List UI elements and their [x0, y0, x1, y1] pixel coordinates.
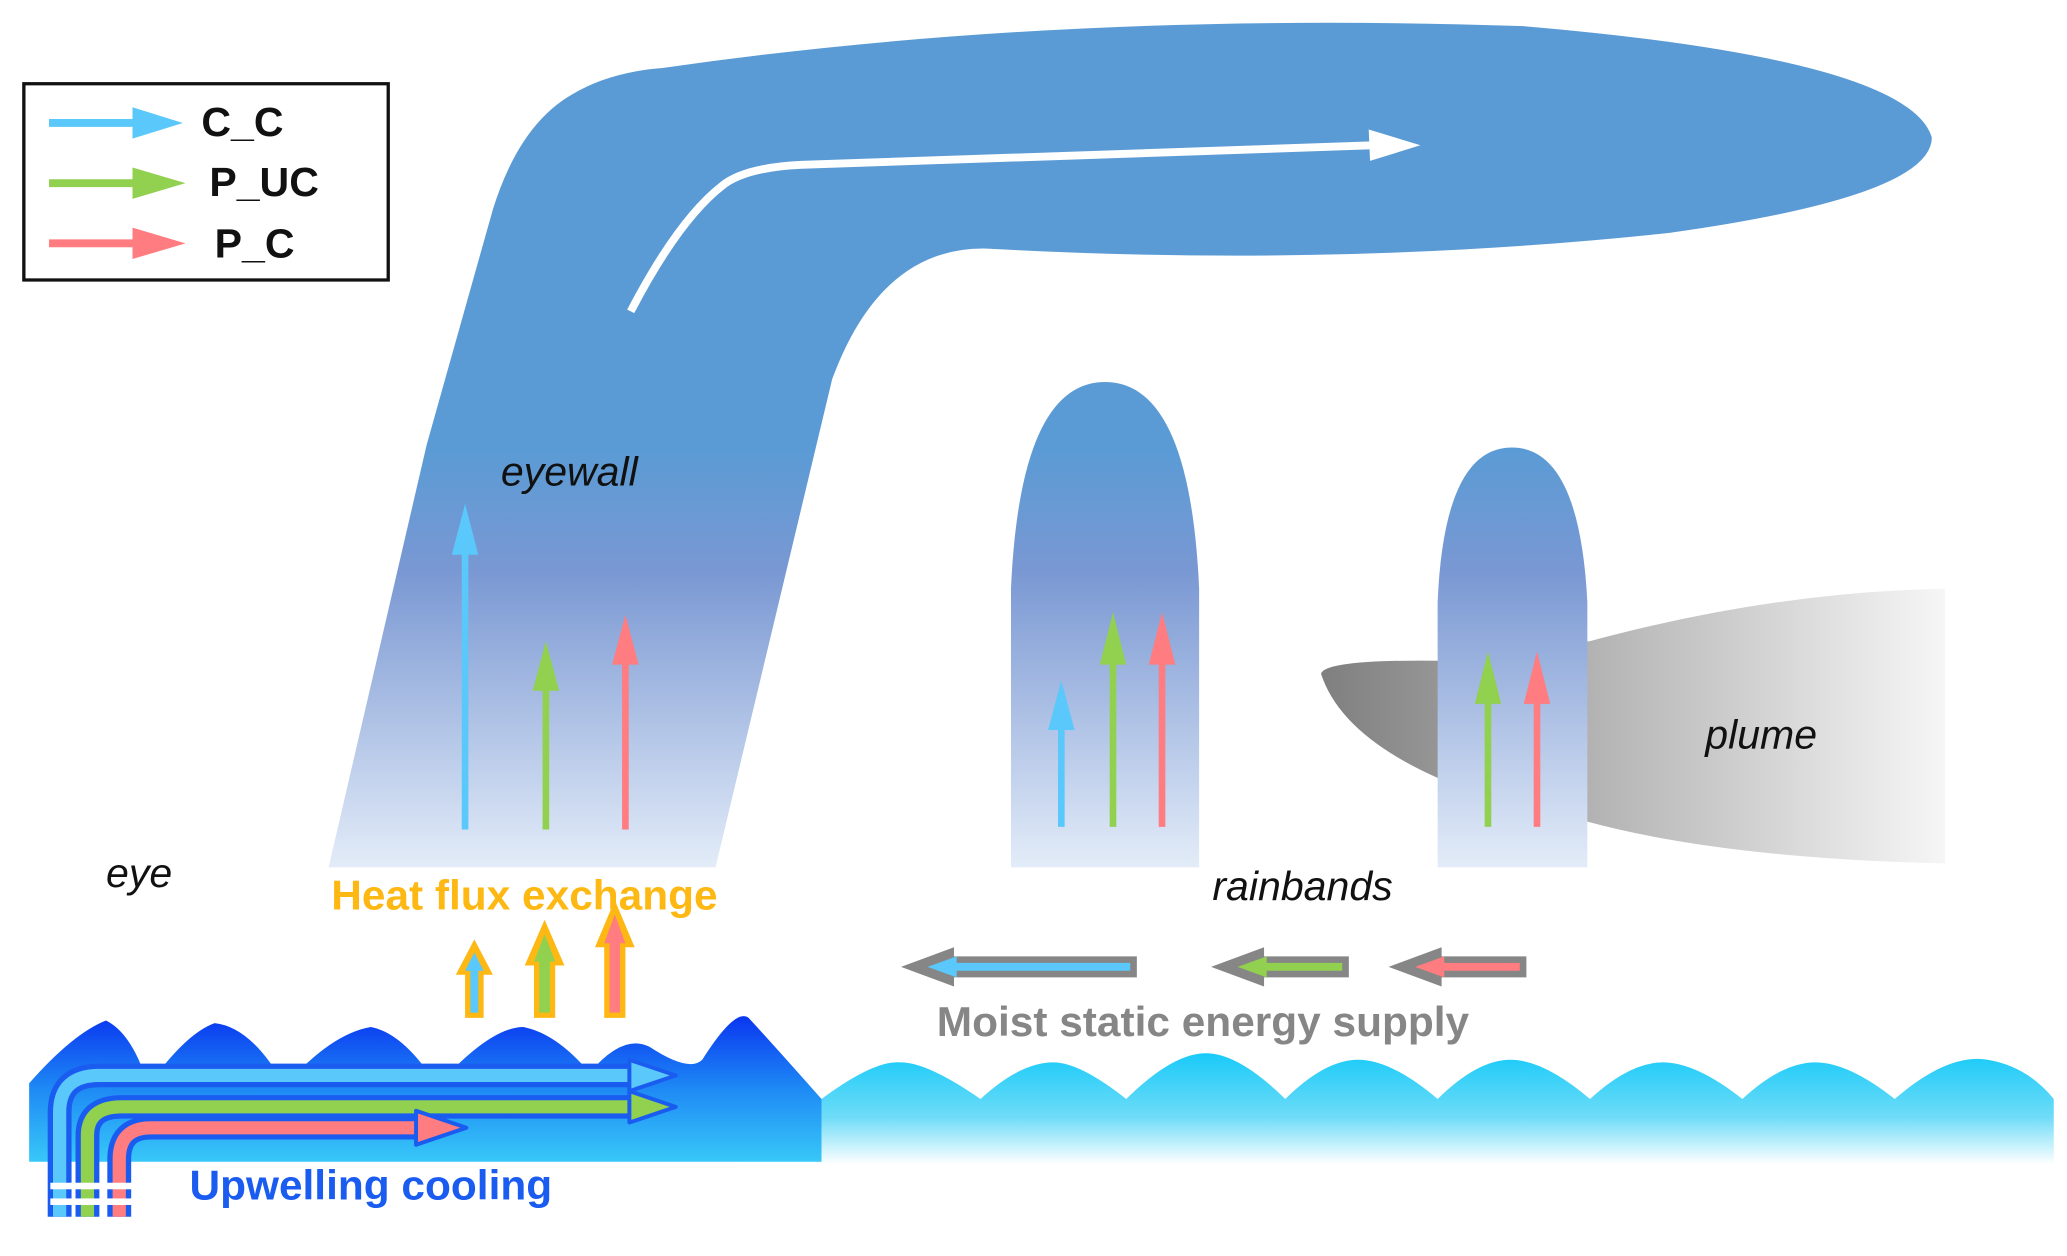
arrow-up-icon [1048, 680, 1075, 827]
arrow-up-icon [1148, 612, 1176, 827]
arrow-up-icon [451, 503, 479, 830]
rainbands-label: rainbands [1212, 863, 1392, 909]
heat-flux-arrows [455, 900, 635, 1018]
arrow-left-icon [1388, 947, 1527, 987]
legend-label: P_C [215, 221, 295, 267]
legend-label: P_UC [209, 159, 319, 205]
upwelling-arrows [47, 1057, 678, 1217]
rainband-cell-2 [1437, 447, 1588, 868]
arrow-up-icon [1474, 651, 1502, 827]
heat-flux-label: Heat flux exchange [331, 872, 717, 919]
legend-item-p-c: P_C [49, 221, 295, 267]
legend: C_C P_UC P_C [22, 82, 390, 282]
eyewall-label: eyewall [501, 449, 639, 495]
arrow-up-icon [524, 919, 565, 1018]
arrow-up-icon [594, 900, 635, 1018]
eyewall-cloud [328, 22, 1932, 868]
legend-item-p-uc: P_UC [49, 159, 319, 205]
plume-shape [1321, 588, 1946, 864]
outflow-arrow-icon [627, 129, 1421, 314]
arrow-up-icon [1099, 612, 1127, 827]
plume-label: plume [1703, 712, 1817, 758]
arrow-up-icon [455, 939, 493, 1018]
ocean-right [742, 1046, 2054, 1165]
arrow-left-icon [901, 947, 1137, 987]
moist-supply-arrows [901, 947, 1527, 987]
updraft-arrows [451, 503, 1551, 830]
arrow-up-icon [612, 614, 639, 830]
moist-supply-label: Moist static energy supply [937, 998, 1470, 1045]
legend-label: C_C [201, 99, 283, 145]
arrow-left-icon [1211, 947, 1349, 987]
arrow-up-icon [532, 641, 560, 830]
eye-label: eye [106, 850, 172, 896]
upwelling-label: Upwelling cooling [189, 1162, 552, 1209]
rainband-cell-1 [1010, 382, 1200, 868]
legend-item-c-c: C_C [49, 99, 284, 145]
arrow-up-icon [1523, 651, 1551, 827]
